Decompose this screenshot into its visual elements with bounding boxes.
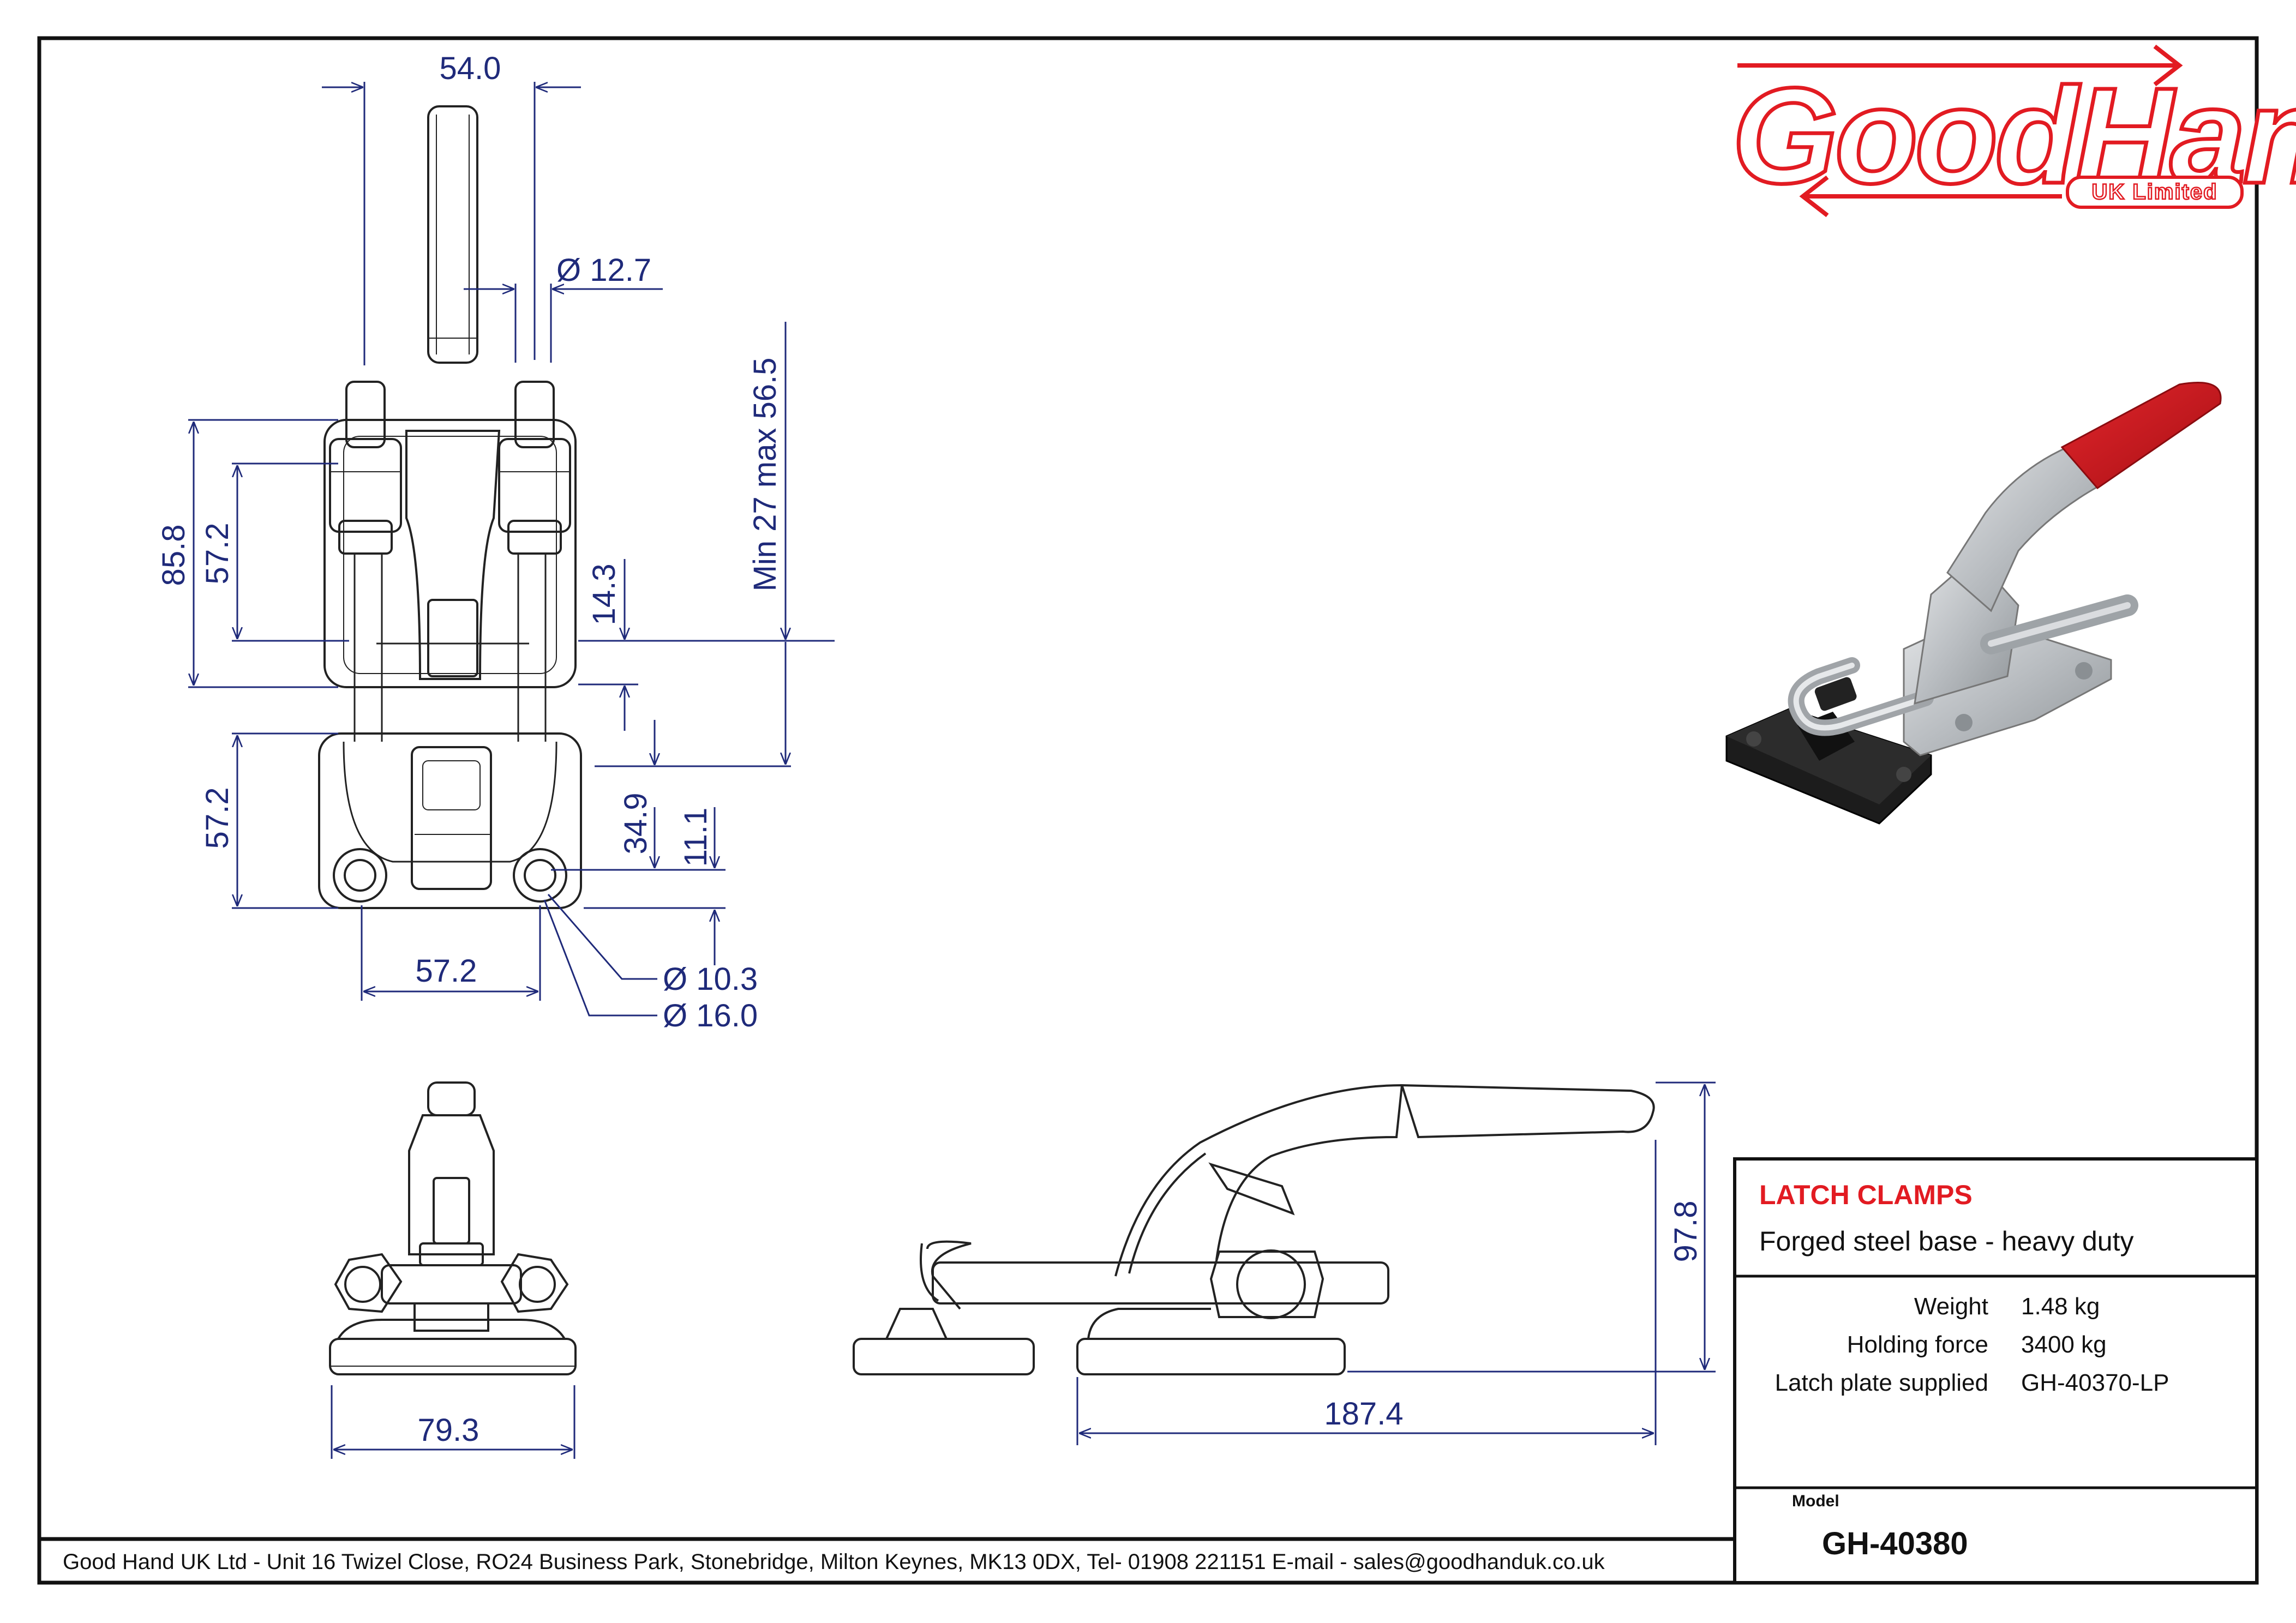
dim-offset: 14.3 (586, 564, 622, 626)
plan-dimension-labels: 54.0 Ø 12.7 85.8 57.2 Min 27 max 56.5 14… (156, 51, 783, 1033)
clamp-3d-render (1725, 382, 2222, 825)
front-nut-right (500, 1253, 569, 1313)
dim-side-height: 97.8 (1668, 1201, 1704, 1263)
dim-hole-dia-inner: Ø 10.3 (663, 961, 758, 997)
dim-rod-dia: Ø 12.7 (556, 253, 651, 288)
spec-weight-label: Weight (1914, 1293, 1988, 1320)
dim-top-width: 54.0 (440, 51, 501, 86)
plan-nut-left (329, 438, 402, 533)
dim-plate-height: 57.2 (200, 788, 235, 849)
dim-hole-dia-outer: Ø 16.0 (663, 998, 758, 1033)
plan-handle (427, 105, 478, 364)
plan-hole-right (513, 848, 567, 903)
plan-latch-plate (318, 732, 582, 909)
side-rod (932, 1261, 1389, 1305)
dim-min-max: Min 27 max 56.5 (747, 358, 783, 592)
side-base (1076, 1338, 1346, 1375)
title-category: LATCH CLAMPS (1759, 1180, 1973, 1210)
plan-hole-left (333, 848, 387, 903)
dim-base-height: 85.8 (156, 525, 191, 586)
side-handle-grip (1400, 1084, 1655, 1139)
dim-plate-width: 57.2 (416, 953, 477, 989)
front-nut-left (334, 1253, 403, 1313)
spec-holding-force-value: 3400 kg (2021, 1331, 2107, 1358)
red-grip-render (2060, 382, 2222, 489)
sheet-border (37, 36, 2259, 1585)
front-view (329, 1081, 577, 1375)
dim-plate-offset: 34.9 (618, 793, 654, 855)
plan-nut-right (498, 438, 571, 533)
title-block: LATCH CLAMPS Forged steel base - heavy d… (1733, 1157, 2258, 1584)
dim-plate-hole: 11.1 (678, 808, 714, 867)
dim-hole-spacing-upper: 57.2 (200, 523, 235, 585)
u-bolt-pad (1814, 677, 1857, 711)
spec-latch-plate-value: GH-40370-LP (2021, 1369, 2169, 1396)
spec-holding-force-label: Holding force (1847, 1331, 1988, 1358)
model-value: GH-40380 (1822, 1526, 1968, 1561)
logo-subtitle: UK Limited (2091, 180, 2217, 204)
logo-arrow-top (1737, 44, 2183, 87)
front-base (329, 1338, 577, 1375)
model-label: Model (1792, 1492, 1839, 1510)
logo-subtitle-box (2066, 176, 2244, 209)
logo-arrow-bottom (1799, 175, 2062, 218)
dim-side-length: 187.4 (1324, 1396, 1403, 1432)
plan-view (318, 105, 582, 909)
side-lever (1114, 1084, 1404, 1277)
plan-upper-base (323, 419, 577, 688)
title-description: Forged steel base - heavy duty (1759, 1226, 2134, 1257)
spec-latch-plate-label: Latch plate supplied (1775, 1369, 1988, 1396)
side-view (853, 1084, 1655, 1375)
latch-plate-top (1727, 709, 1931, 804)
dim-front-width: 79.3 (418, 1412, 479, 1448)
side-dimensions (1076, 1081, 1716, 1445)
side-nut (1209, 1251, 1324, 1318)
spec-weight-value: 1.48 kg (2021, 1293, 2100, 1320)
front-dimensions (331, 1385, 576, 1459)
footer-address: Good Hand UK Ltd - Unit 16 Twizel Close,… (63, 1550, 1605, 1574)
plan-dimensions (188, 82, 835, 1017)
side-latch-plate (853, 1338, 1035, 1375)
lever-render (1946, 446, 2102, 612)
